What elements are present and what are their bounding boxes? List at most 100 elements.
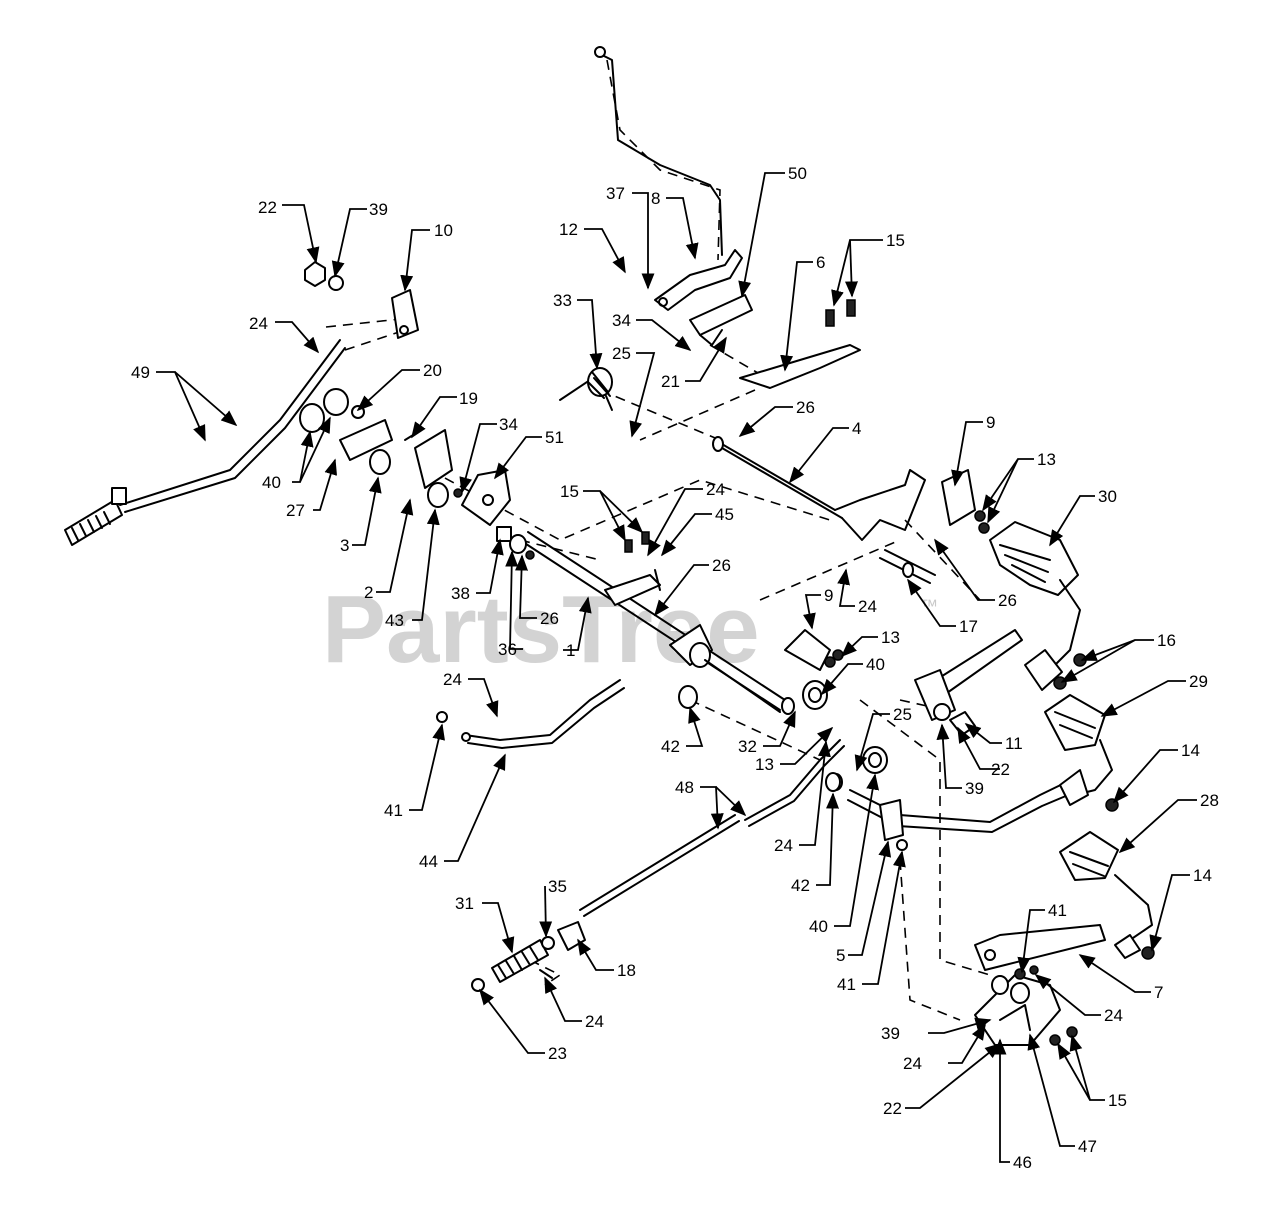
part-42-bushings (678, 685, 841, 792)
callout-26: 26 (540, 609, 559, 628)
callout-40: 40 (866, 655, 885, 674)
callout-15: 15 (560, 482, 579, 501)
callout-19: 19 (459, 389, 478, 408)
callout-12: 12 (559, 220, 578, 239)
part-50-lift-handle (594, 46, 753, 346)
callout-13: 13 (755, 755, 774, 774)
callout-leaders (156, 172, 1197, 1163)
callout-26: 26 (712, 556, 731, 575)
callout-25: 25 (893, 705, 912, 724)
part-40-bushings-center (802, 680, 888, 774)
callout-24: 24 (585, 1012, 604, 1031)
callout-23: 23 (548, 1044, 567, 1063)
callout-5: 5 (836, 946, 845, 965)
callout-30: 30 (1098, 487, 1117, 506)
part-33-spring (559, 367, 613, 411)
callout-labels: 49 22 39 10 24 20 19 40 27 3 2 43 34 51 … (131, 164, 1219, 1172)
callout-40: 40 (809, 917, 828, 936)
callout-35: 35 (548, 877, 567, 896)
callout-38: 38 (451, 584, 470, 603)
callout-15: 15 (1108, 1091, 1127, 1110)
callout-45: 45 (715, 505, 734, 524)
callout-13: 13 (1037, 450, 1056, 469)
part-4-cross-shaft (712, 436, 926, 541)
part-45-link (604, 531, 661, 606)
callout-10: 10 (434, 221, 453, 240)
callout-39: 39 (881, 1024, 900, 1043)
callout-46: 46 (1013, 1153, 1032, 1172)
callout-42: 42 (791, 876, 810, 895)
part-17-pin (879, 549, 936, 584)
part-44-rod (436, 679, 625, 749)
part-2-3-plates (339, 419, 453, 489)
part-9-bracket-upper (941, 469, 990, 534)
callout-15: 15 (886, 231, 905, 250)
callout-41: 41 (837, 975, 856, 994)
callout-41: 41 (384, 801, 403, 820)
part-46-47-bracket-set (974, 965, 1078, 1046)
callout-17: 17 (959, 617, 978, 636)
callout-34: 34 (499, 415, 518, 434)
callout-1: 1 (566, 641, 575, 660)
callout-29: 29 (1189, 672, 1208, 691)
callout-34: 34 (612, 311, 631, 330)
callout-25: 25 (612, 344, 631, 363)
part-51-plate (453, 469, 511, 526)
callout-24: 24 (858, 597, 877, 616)
callout-6: 6 (816, 253, 825, 272)
callout-9: 9 (986, 413, 995, 432)
callout-14: 14 (1181, 741, 1200, 760)
callout-18: 18 (617, 961, 636, 980)
callout-16: 16 (1157, 631, 1176, 650)
callout-24: 24 (903, 1054, 922, 1073)
callout-22: 22 (991, 760, 1010, 779)
callout-20: 20 (423, 361, 442, 380)
callout-37: 37 (606, 184, 625, 203)
callout-3: 3 (340, 536, 349, 555)
callout-2: 2 (364, 583, 373, 602)
callout-8: 8 (651, 189, 660, 208)
part-11-pedal-shaft (914, 629, 1023, 736)
callout-47: 47 (1078, 1137, 1097, 1156)
callout-13: 13 (881, 628, 900, 647)
callout-22: 22 (883, 1099, 902, 1118)
callout-4: 4 (852, 419, 861, 438)
callout-51: 51 (545, 428, 564, 447)
callout-7: 7 (1154, 983, 1163, 1002)
part-28-pedal-lower (1059, 831, 1155, 960)
part-1-main-shaft (519, 531, 795, 715)
callout-9: 9 (824, 586, 833, 605)
callout-32: 32 (738, 737, 757, 756)
callout-14: 14 (1193, 866, 1212, 885)
watermark-trademark: ™ (920, 596, 938, 616)
watermark-text: PartsTree (322, 576, 760, 683)
part-22-39-nut-washer (304, 261, 344, 291)
callout-24: 24 (249, 314, 268, 333)
callout-33: 33 (553, 291, 572, 310)
callout-39: 39 (965, 779, 984, 798)
callout-49: 49 (131, 363, 150, 382)
callout-26: 26 (998, 591, 1017, 610)
part-29-pedal-middle (1044, 694, 1119, 812)
callout-26: 26 (796, 398, 815, 417)
callout-41: 41 (1048, 901, 1067, 920)
part-7-pedal-arm (974, 924, 1106, 971)
part-31-spring-assembly (471, 921, 586, 992)
callout-36: 36 (498, 640, 517, 659)
callout-24: 24 (1104, 1006, 1123, 1025)
callout-27: 27 (286, 501, 305, 520)
part-5-lower-shaft (847, 777, 1081, 851)
callout-24: 24 (443, 670, 462, 689)
callout-28: 28 (1200, 791, 1219, 810)
callout-11: 11 (1005, 734, 1023, 753)
part-6-bracket (739, 299, 861, 389)
callout-21: 21 (661, 372, 680, 391)
part-49-rod-spring (64, 339, 346, 546)
callout-48: 48 (675, 778, 694, 797)
callout-24: 24 (706, 480, 725, 499)
callout-24: 24 (774, 836, 793, 855)
callout-22: 22 (258, 198, 277, 217)
callout-42: 42 (661, 737, 680, 756)
callout-44: 44 (419, 852, 438, 871)
